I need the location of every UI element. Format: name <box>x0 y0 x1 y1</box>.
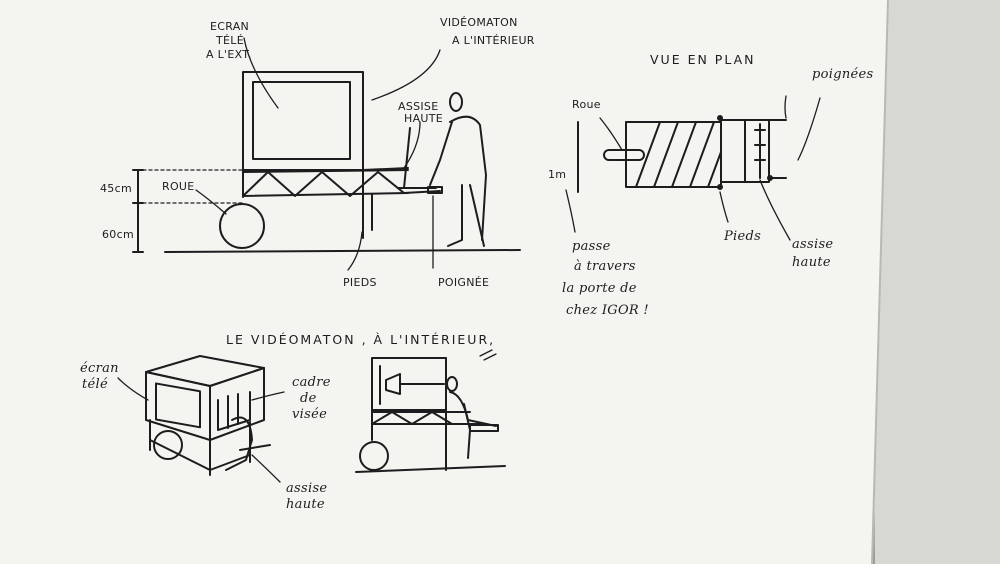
plan-label-poignees: poignées <box>812 67 873 82</box>
plan-label-passe-1: passe <box>572 239 611 254</box>
interior-label-cadre-1: cadre <box>292 375 331 390</box>
plan-label-roue: Roue <box>572 98 601 111</box>
interior-label-assise-1: assise <box>286 481 327 496</box>
background-sheet <box>870 0 1000 564</box>
plan-label-pieds: Pieds <box>723 229 761 244</box>
interior-label-ecran-1: écran <box>80 361 119 376</box>
plan-label-1m: 1m <box>548 168 566 181</box>
label-ecran-tele-2: TÉLÉ <box>215 34 244 47</box>
paper-edge <box>871 0 889 564</box>
plan-label-passe-2: à travers <box>574 259 636 274</box>
interior-title: LE VIDÉOMATON , À L'INTÉRIEUR, <box>226 332 495 347</box>
label-videomaton-1: VIDÉOMATON <box>440 16 518 29</box>
plan-label-passe-3: la porte de <box>562 281 637 296</box>
plan-label-assise-2: haute <box>792 255 831 270</box>
label-ecran-tele-3: A L'EXT. <box>206 48 252 61</box>
label-dim-45: 45cm <box>100 182 132 195</box>
label-assise-2: HAUTE <box>404 112 443 125</box>
exterior-side-view: ECRAN TÉLÉ A L'EXT. VIDÉOMATON A L'INTÉR… <box>100 16 535 289</box>
interior-label-ecran-2: télé <box>82 377 108 392</box>
label-ecran-tele-1: ECRAN <box>210 20 249 33</box>
plan-label-passe-4: chez IGOR ! <box>566 303 649 318</box>
interior-views: LE VIDÉOMATON , À L'INTÉRIEUR, <box>80 332 506 512</box>
interior-label-cadre-2: de <box>300 391 317 406</box>
interior-label-assise-2: haute <box>286 497 325 512</box>
plan-view: VUE EN PLAN poignées Roue 1m passe à tra… <box>548 52 873 318</box>
label-poignee: POIGNÉE <box>438 276 489 289</box>
label-videomaton-2: A L'INTÉRIEUR <box>452 34 535 47</box>
plan-title: VUE EN PLAN <box>650 52 755 67</box>
interior-label-cadre-3: visée <box>292 407 327 422</box>
paper-sheet <box>0 0 888 564</box>
label-pieds: PIEDS <box>343 276 377 289</box>
label-dim-60: 60cm <box>102 228 134 241</box>
label-assise-1: ASSISE <box>398 100 438 113</box>
plan-label-assise-1: assise <box>792 237 833 252</box>
label-roue: ROUE <box>162 180 195 193</box>
